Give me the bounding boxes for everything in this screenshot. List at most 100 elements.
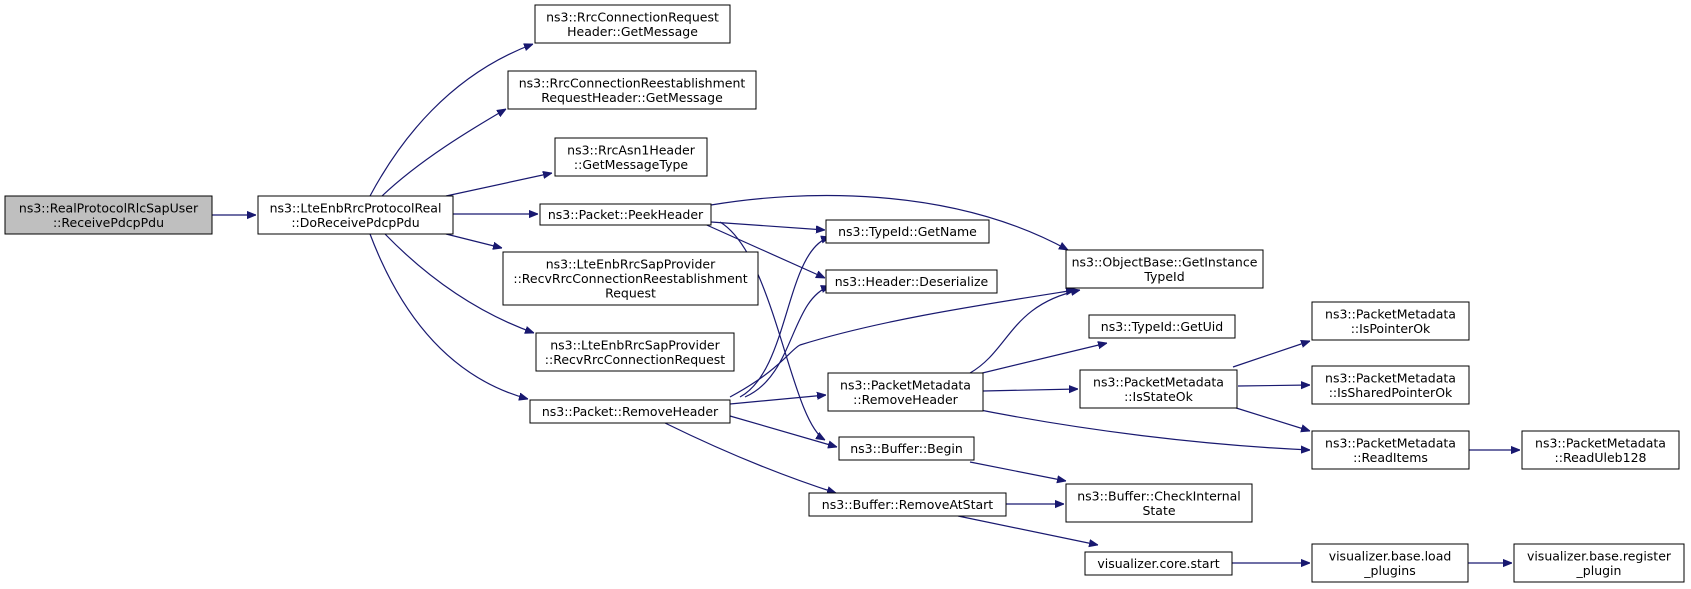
edge-metaremove-to-isstateok <box>982 389 1078 391</box>
node-packetmetadata-isstateok-label-line-2: ::IsStateOk <box>1124 389 1194 404</box>
node-rrcconnectionreestablishmentrequestheader-getmessage[interactable]: ns3::RrcConnectionReestablishmentRequest… <box>507 70 757 110</box>
node-buffer-removeatstart-label-line-1: ns3::Buffer::RemoveAtStart <box>822 497 994 512</box>
node-buffer-begin-box <box>838 436 975 461</box>
node-typeid-getuid-label-line-1: ns3::TypeId::GetUid <box>1101 319 1223 334</box>
edge-metaremove-to-getuid <box>969 343 1107 377</box>
edge-removeheader-to-getname <box>739 237 830 398</box>
edge-isstateok-to-ispointerok <box>1232 341 1310 368</box>
node-packet-removeheader-label-line-1: ns3::Packet::RemoveHeader <box>542 404 719 419</box>
node-rrcconnectionrequestheader-getmessage[interactable]: ns3::RrcConnectionRequestHeader::GetMess… <box>534 4 731 44</box>
edges <box>212 44 1520 563</box>
node-rrcasn1header-getmessagetype-label-line-1: ns3::RrcAsn1Header <box>567 142 696 157</box>
edge-peek-to-getname <box>710 221 825 230</box>
node-rrcconnectionreestablishmentrequestheader-getmessage-label-line-1: ns3::RrcConnectionReestablishment <box>519 75 746 90</box>
node-packet-removeheader[interactable]: ns3::Packet::RemoveHeader <box>529 399 731 424</box>
node-visualizer-base-register-plugin-label-line-1: visualizer.base.register <box>1527 548 1672 563</box>
node-packetmetadata-isstateok-label-line-1: ns3::PacketMetadata <box>1093 374 1224 389</box>
edge-bufferbegin-to-checkinternal <box>969 461 1066 481</box>
node-packet-peekheader-box <box>539 203 712 226</box>
node-realprotocol-receivepdcppdu[interactable]: ns3::RealProtocolRlcSapUser::ReceivePdcp… <box>4 195 213 235</box>
node-visualizer-base-load-plugins-label-line-1: visualizer.base.load <box>1329 548 1452 563</box>
node-rrcasn1header-getmessagetype-label-line-2: ::GetMessageType <box>574 157 689 172</box>
edge-metaremove-to-getinstance <box>969 290 1080 374</box>
edge-removeheader-to-removeatstart <box>664 422 836 493</box>
node-visualizer-base-register-plugin[interactable]: visualizer.base.register_plugin <box>1513 543 1685 583</box>
edge-removeheader-to-bufferbegin <box>729 415 837 447</box>
node-visualizer-core-start-label-line-1: visualizer.core.start <box>1097 556 1219 571</box>
node-typeid-getname[interactable]: ns3::TypeId::GetName <box>825 219 990 244</box>
node-packetmetadata-readitems[interactable]: ns3::PacketMetadata::ReadItems <box>1311 430 1470 470</box>
node-visualizer-base-register-plugin-label-line-2: _plugin <box>1576 563 1622 578</box>
node-packetmetadata-readitems-box <box>1311 430 1470 470</box>
node-typeid-getname-label-line-1: ns3::TypeId::GetName <box>838 224 977 239</box>
node-packetmetadata-issharedpointerok[interactable]: ns3::PacketMetadata::IsSharedPointerOk <box>1311 365 1470 405</box>
edge-removeheader-to-metaremove <box>729 395 826 405</box>
node-packetmetadata-readuleb128[interactable]: ns3::PacketMetadata::ReadUleb128 <box>1521 430 1680 470</box>
edge-removeheader-to-getinstance <box>729 290 1075 398</box>
node-packetmetadata-issharedpointerok-label-line-1: ns3::PacketMetadata <box>1325 370 1456 385</box>
node-realprotocol-receivepdcppdu-label-line-2: ::ReceivePdcpPdu <box>53 215 164 230</box>
node-packet-peekheader[interactable]: ns3::Packet::PeekHeader <box>539 203 712 226</box>
node-realprotocol-receivepdcppdu-box <box>4 195 213 235</box>
node-buffer-removeatstart[interactable]: ns3::Buffer::RemoveAtStart <box>808 492 1007 517</box>
node-packetmetadata-ispointerok-box <box>1311 301 1470 341</box>
edge-doreceive-to-removeheader <box>369 233 528 399</box>
edge-isstateok-to-readitems <box>1232 406 1310 431</box>
edge-peek-to-deserialize <box>699 221 825 279</box>
edge-doreceive-to-asn1 <box>445 173 552 197</box>
node-visualizer-base-load-plugins-box <box>1311 543 1469 583</box>
node-packet-removeheader-box <box>529 399 731 424</box>
node-packetmetadata-isstateok[interactable]: ns3::PacketMetadata::IsStateOk <box>1079 369 1238 409</box>
node-packetmetadata-removeheader[interactable]: ns3::PacketMetadata::RemoveHeader <box>827 372 984 412</box>
node-visualizer-core-start[interactable]: visualizer.core.start <box>1084 551 1233 576</box>
node-lteenbrrcsapprovider-recvrrcconnectionreestablishmentrequest-label-line-2: ::RecvRrcConnectionReestablishment <box>513 271 747 286</box>
node-header-deserialize-label-line-1: ns3::Header::Deserialize <box>835 274 989 289</box>
node-packetmetadata-ispointerok-label-line-2: ::IsPointerOk <box>1351 321 1431 336</box>
node-visualizer-base-register-plugin-box <box>1513 543 1685 583</box>
node-lteenbrrcsapprovider-recvrrcconnectionreestablishmentrequest-box <box>502 251 759 306</box>
node-objectbase-getinstancetypeid-box <box>1065 249 1264 289</box>
edge-doreceive-to-reestab <box>381 109 506 197</box>
node-packetmetadata-removeheader-label-line-2: ::RemoveHeader <box>853 392 959 407</box>
node-packetmetadata-removeheader-label-line-1: ns3::PacketMetadata <box>840 377 971 392</box>
node-header-deserialize-box <box>825 269 998 294</box>
node-visualizer-base-load-plugins-label-line-2: _plugins <box>1363 563 1415 578</box>
edge-peek-to-bufferbegin <box>719 221 825 440</box>
node-visualizer-core-start-box <box>1084 551 1233 576</box>
node-packetmetadata-readuleb128-box <box>1521 430 1680 470</box>
node-buffer-begin-label-line-1: ns3::Buffer::Begin <box>850 441 963 456</box>
node-packetmetadata-removeheader-box <box>827 372 984 412</box>
node-objectbase-getinstancetypeid-label-line-2: TypeId <box>1143 269 1184 284</box>
node-packetmetadata-ispointerok[interactable]: ns3::PacketMetadata::IsPointerOk <box>1311 301 1470 341</box>
node-buffer-begin[interactable]: ns3::Buffer::Begin <box>838 436 975 461</box>
node-typeid-getuid[interactable]: ns3::TypeId::GetUid <box>1088 314 1236 339</box>
node-objectbase-getinstancetypeid-label-line-1: ns3::ObjectBase::GetInstance <box>1072 254 1258 269</box>
node-rrcconnectionreestablishmentrequestheader-getmessage-box <box>507 70 757 110</box>
node-buffer-removeatstart-box <box>808 492 1007 517</box>
node-lteenbrrcprotocolreal-doreceivepdcppdu-label-line-2: ::DoReceivePdcpPdu <box>291 215 419 230</box>
node-lteenbrrcsapprovider-recvrrcconnectionreestablishmentrequest-label-line-1: ns3::LteEnbRrcSapProvider <box>546 257 716 272</box>
node-buffer-checkinternalstate-label-line-2: State <box>1142 503 1175 518</box>
node-header-deserialize[interactable]: ns3::Header::Deserialize <box>825 269 998 294</box>
node-realprotocol-receivepdcppdu-label-line-1: ns3::RealProtocolRlcSapUser <box>19 200 199 215</box>
edge-peek-to-getinstance <box>710 194 1068 250</box>
node-packetmetadata-readuleb128-label-line-1: ns3::PacketMetadata <box>1535 435 1666 450</box>
edge-metaremove-to-readitems <box>969 407 1310 450</box>
node-lteenbrrcprotocolreal-doreceivepdcppdu[interactable]: ns3::LteEnbRrcProtocolReal::DoReceivePdc… <box>257 195 454 235</box>
node-packetmetadata-readitems-label-line-2: ::ReadItems <box>1353 450 1428 465</box>
edge-doreceive-to-rrcconnreq <box>369 44 533 197</box>
edge-doreceive-to-recvconnreq <box>384 233 534 333</box>
node-packetmetadata-issharedpointerok-box <box>1311 365 1470 405</box>
node-packetmetadata-isstateok-box <box>1079 369 1238 409</box>
node-lteenbrrcsapprovider-recvrrcconnectionreestablishmentrequest[interactable]: ns3::LteEnbRrcSapProvider::RecvRrcConnec… <box>502 251 759 306</box>
node-lteenbrrcsapprovider-recvrrcconnectionrequest[interactable]: ns3::LteEnbRrcSapProvider::RecvRrcConnec… <box>535 332 735 372</box>
node-rrcasn1header-getmessagetype[interactable]: ns3::RrcAsn1Header::GetMessageType <box>554 137 708 177</box>
edge-removeatstart-to-corestart <box>957 515 1098 545</box>
node-visualizer-base-load-plugins[interactable]: visualizer.base.load_plugins <box>1311 543 1469 583</box>
node-typeid-getname-box <box>825 219 990 244</box>
node-lteenbrrcprotocolreal-doreceivepdcppdu-label-line-1: ns3::LteEnbRrcProtocolReal <box>270 200 442 215</box>
node-lteenbrrcsapprovider-recvrrcconnectionreestablishmentrequest-label-line-3: Request <box>605 286 656 301</box>
